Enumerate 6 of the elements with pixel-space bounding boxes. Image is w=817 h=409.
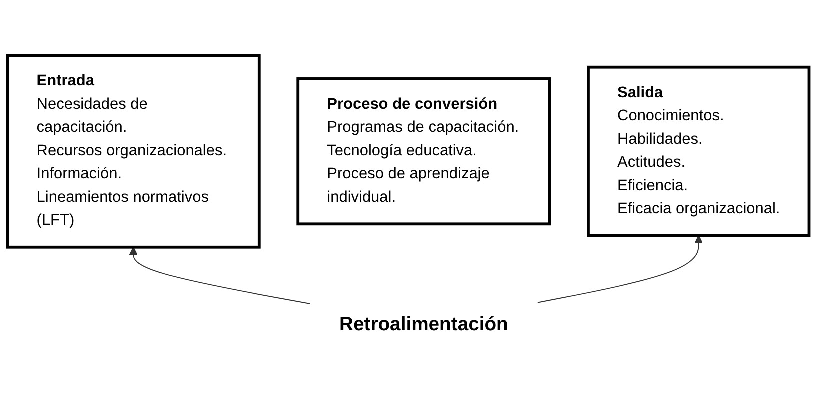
node-box: Proceso de conversión Programas de capacitación. Tecnología educativa. Proceso de aprendizaje individual. bbox=[296, 77, 552, 226]
arrow bbox=[129, 246, 311, 304]
arrow bbox=[536, 235, 704, 304]
node-box: Salida Conocimientos. Habilidades. Actitudes. Eficiencia. Eficacia organizacional. bbox=[587, 66, 811, 237]
node-box: Entrada Necesidades de capacitación. Recursos organizacionales. Información. Lineamientos normativos (LFT) bbox=[6, 54, 261, 249]
node-text: Retroalimentación bbox=[340, 314, 508, 336]
